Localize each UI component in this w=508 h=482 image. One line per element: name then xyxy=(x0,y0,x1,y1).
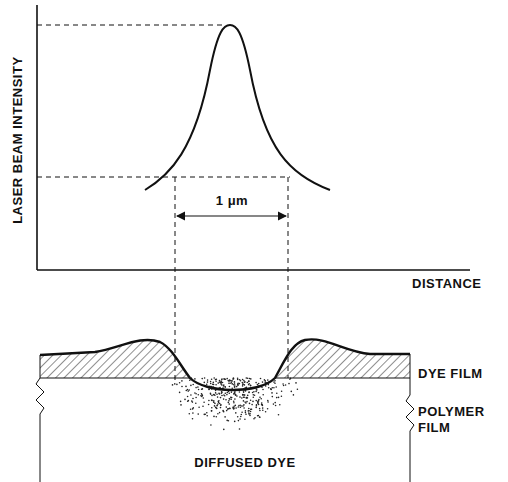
film-boundary xyxy=(40,378,190,379)
axis-label: DISTANCE xyxy=(412,276,481,292)
layer-label: POLYMER FILM xyxy=(418,404,498,437)
broken-edge xyxy=(406,354,414,482)
broken-edge xyxy=(36,355,44,482)
dimension-line xyxy=(177,215,286,216)
axis-label: LASER BEAM INTENSITY xyxy=(10,56,26,223)
film-surface xyxy=(40,339,410,390)
film-boundary xyxy=(275,378,410,379)
dimension-label: 1 μm xyxy=(216,193,248,209)
layer-label: DYE FILM xyxy=(418,366,483,382)
x-axis xyxy=(37,269,470,271)
diffused-dye-stipple xyxy=(172,377,299,430)
intensity-curve xyxy=(145,25,330,190)
dye-film-left xyxy=(40,340,190,378)
y-axis xyxy=(36,5,38,270)
region-label: DIFFUSED DYE xyxy=(192,455,297,471)
